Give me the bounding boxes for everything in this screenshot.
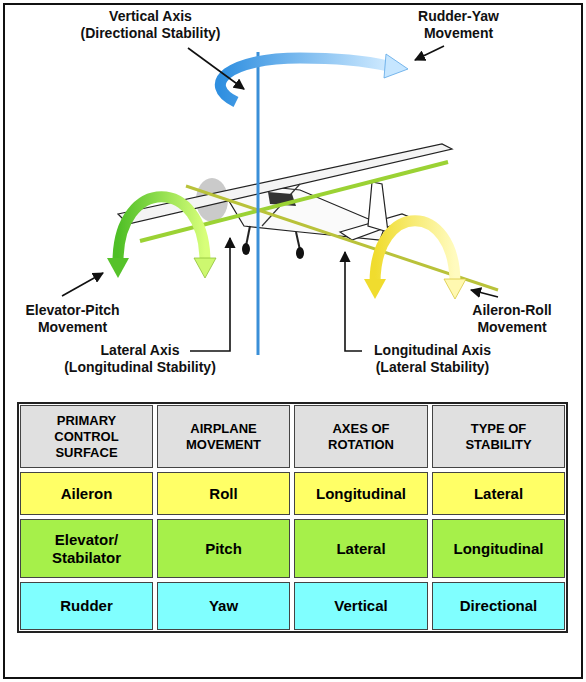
- table-cell: Lateral: [432, 472, 565, 515]
- table-cell: Pitch: [157, 519, 290, 578]
- axis-label: Aileron-Roll Movement: [471, 302, 553, 336]
- leader-line: [190, 238, 230, 351]
- table-cell: Longitudinal: [294, 472, 428, 515]
- leader-lines: [62, 46, 498, 351]
- table-cell: Aileron: [20, 472, 153, 515]
- leader-line: [471, 290, 498, 297]
- roll-arrow: [364, 221, 466, 299]
- table-cell-text: Yaw: [209, 597, 238, 615]
- table-cell-text: Longitudinal: [454, 540, 544, 558]
- table-cell: Lateral: [294, 519, 428, 578]
- longitudinal-axis: [186, 186, 498, 290]
- table-cell-text: Elevator/ Stabilator: [30, 531, 143, 567]
- table-cell-text: Rudder: [60, 597, 113, 615]
- table-header-cell: AXES OF ROTATION: [294, 405, 428, 468]
- axis-label: Vertical Axis (Directional Stability): [79, 8, 222, 42]
- axis-label: Longitudinal Axis (Lateral Stability): [373, 342, 492, 376]
- roll-arrow-band: [375, 221, 455, 283]
- table-cell-text: Pitch: [205, 540, 242, 558]
- table-cell: Roll: [157, 472, 290, 515]
- axis-label: Elevator-Pitch Movement: [24, 302, 121, 336]
- table-cell-text: Aileron: [61, 485, 113, 503]
- table-cell: Rudder: [20, 582, 153, 630]
- table-header-cell: TYPE OF STABILITY: [432, 405, 565, 468]
- table-cell: Yaw: [157, 582, 290, 630]
- table-cell-text: Directional: [460, 597, 538, 615]
- pitch-arrow-band: [118, 197, 205, 262]
- table-header-cell: AIRPLANE MOVEMENT: [157, 405, 290, 468]
- arrowhead: [384, 54, 408, 78]
- table-header-cell: PRIMARY CONTROL SURFACE: [20, 405, 153, 468]
- table-cell: Longitudinal: [432, 519, 565, 578]
- table-cell: Vertical: [294, 582, 428, 630]
- outer-frame: [4, 4, 582, 678]
- vertical-fin: [368, 182, 388, 232]
- table-cell-text: Lateral: [336, 540, 385, 558]
- arrowhead: [444, 279, 466, 299]
- wing: [118, 144, 452, 224]
- leader-line: [345, 252, 362, 351]
- vertical-axis: [257, 52, 260, 355]
- table-cell-text: Lateral: [474, 485, 523, 503]
- wheel: [296, 247, 304, 259]
- column-heading: PRIMARY CONTROL SURFACE: [30, 413, 143, 461]
- table-cell: Elevator/ Stabilator: [20, 519, 153, 578]
- arrowhead: [364, 279, 386, 299]
- leader-line: [62, 273, 103, 296]
- column-heading: AIRPLANE MOVEMENT: [167, 421, 280, 453]
- yaw-arrow: [220, 54, 408, 102]
- table-cell-text: Longitudinal: [316, 485, 406, 503]
- leader-line: [415, 46, 444, 60]
- table-cell-text: Roll: [209, 485, 237, 503]
- wheel: [242, 243, 250, 255]
- leader-line: [188, 48, 244, 89]
- pitch-arrow: [107, 197, 216, 278]
- column-heading: TYPE OF STABILITY: [442, 421, 555, 453]
- landing-gear: [246, 226, 250, 246]
- table-cell-text: Vertical: [334, 597, 387, 615]
- arrowhead: [194, 258, 216, 278]
- axis-label: Rudder-Yaw Movement: [417, 8, 500, 42]
- table-cell: Directional: [432, 582, 565, 630]
- column-heading: AXES OF ROTATION: [304, 421, 418, 453]
- table-frame: [18, 403, 567, 632]
- arrowhead: [107, 258, 129, 278]
- yaw-arrow-band: [220, 58, 388, 102]
- axis-label: Lateral Axis (Longitudinal Stability): [63, 342, 217, 376]
